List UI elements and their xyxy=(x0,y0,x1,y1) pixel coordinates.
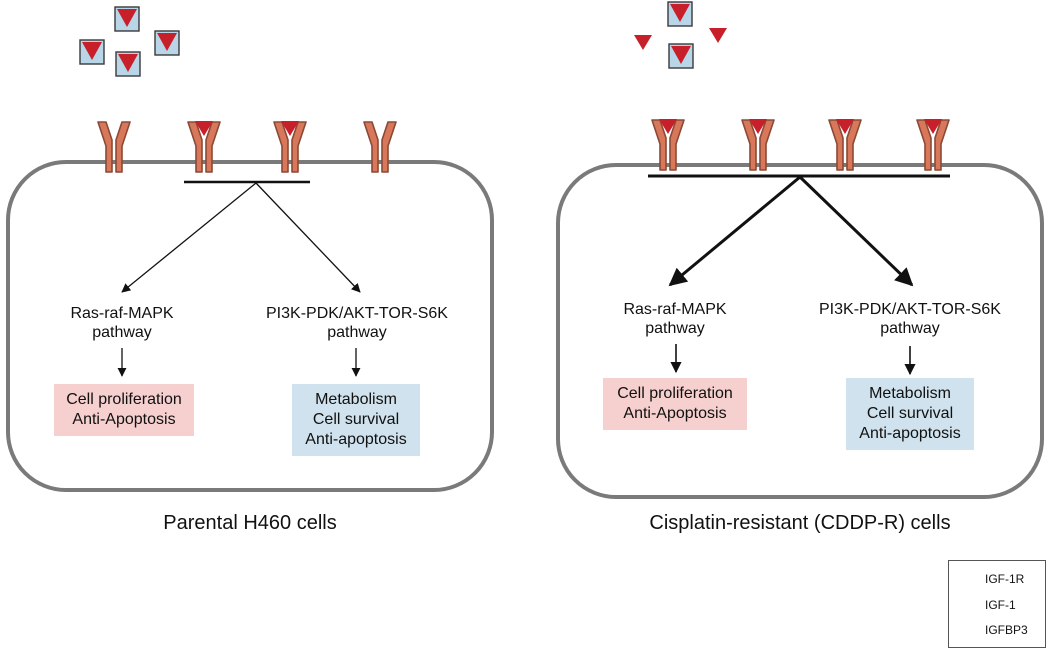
legend-ligand-label: IGF-1 xyxy=(985,598,1016,612)
legend-row-ligand: IGF-1 xyxy=(977,594,1016,616)
right-survival-box: Metabolism Cell survival Anti-apoptosis xyxy=(846,378,974,450)
left-cell-membrane xyxy=(6,160,494,492)
left-igfbp3-complex-1 xyxy=(114,6,140,32)
left-igfbp3-complex-4 xyxy=(115,51,141,77)
left-pi3k-pathway-label: PI3K-PDK/AKT-TOR-S6K pathway xyxy=(266,305,448,341)
left-arrow-to-ras xyxy=(121,182,257,293)
right-cell-membrane xyxy=(556,163,1044,499)
legend: IGF-1R IGF-1 IGFBP3 xyxy=(948,560,1046,648)
right-pi3k-pathway-label: PI3K-PDK/AKT-TOR-S6K pathway xyxy=(819,301,1001,337)
legend-receptor-label: IGF-1R xyxy=(985,572,1025,586)
legend-row-receptor: IGF-1R xyxy=(977,568,1024,590)
right-igfbp3-complex-2 xyxy=(668,43,694,69)
left-receptor-1 xyxy=(97,121,131,173)
right-free-ligand-2 xyxy=(709,28,727,43)
right-igfbp3-complex-1 xyxy=(667,1,693,27)
left-igfbp3-complex-2 xyxy=(79,39,105,65)
legend-row-igfbp3: IGFBP3 xyxy=(977,619,1028,641)
right-arrow-to-pi3k xyxy=(798,175,914,287)
left-proliferation-box: Cell proliferation Anti-Apoptosis xyxy=(54,384,194,436)
right-arrow-to-ras xyxy=(668,175,801,287)
left-arrow-to-pi3k xyxy=(255,182,361,293)
right-proliferation-box: Cell proliferation Anti-Apoptosis xyxy=(603,378,747,430)
left-cell-caption: Parental H460 cells xyxy=(163,512,337,534)
legend-igfbp3-label: IGFBP3 xyxy=(985,623,1028,637)
left-receptor-4 xyxy=(363,121,397,173)
right-free-ligand-1 xyxy=(634,35,652,50)
left-ras-pathway-label: Ras-raf-MAPK pathway xyxy=(70,305,174,341)
left-survival-box: Metabolism Cell survival Anti-apoptosis xyxy=(292,384,420,456)
right-cell-caption: Cisplatin-resistant (CDDP-R) cells xyxy=(649,512,951,534)
right-ras-pathway-label: Ras-raf-MAPK pathway xyxy=(623,301,727,337)
left-igfbp3-complex-3 xyxy=(154,30,180,56)
